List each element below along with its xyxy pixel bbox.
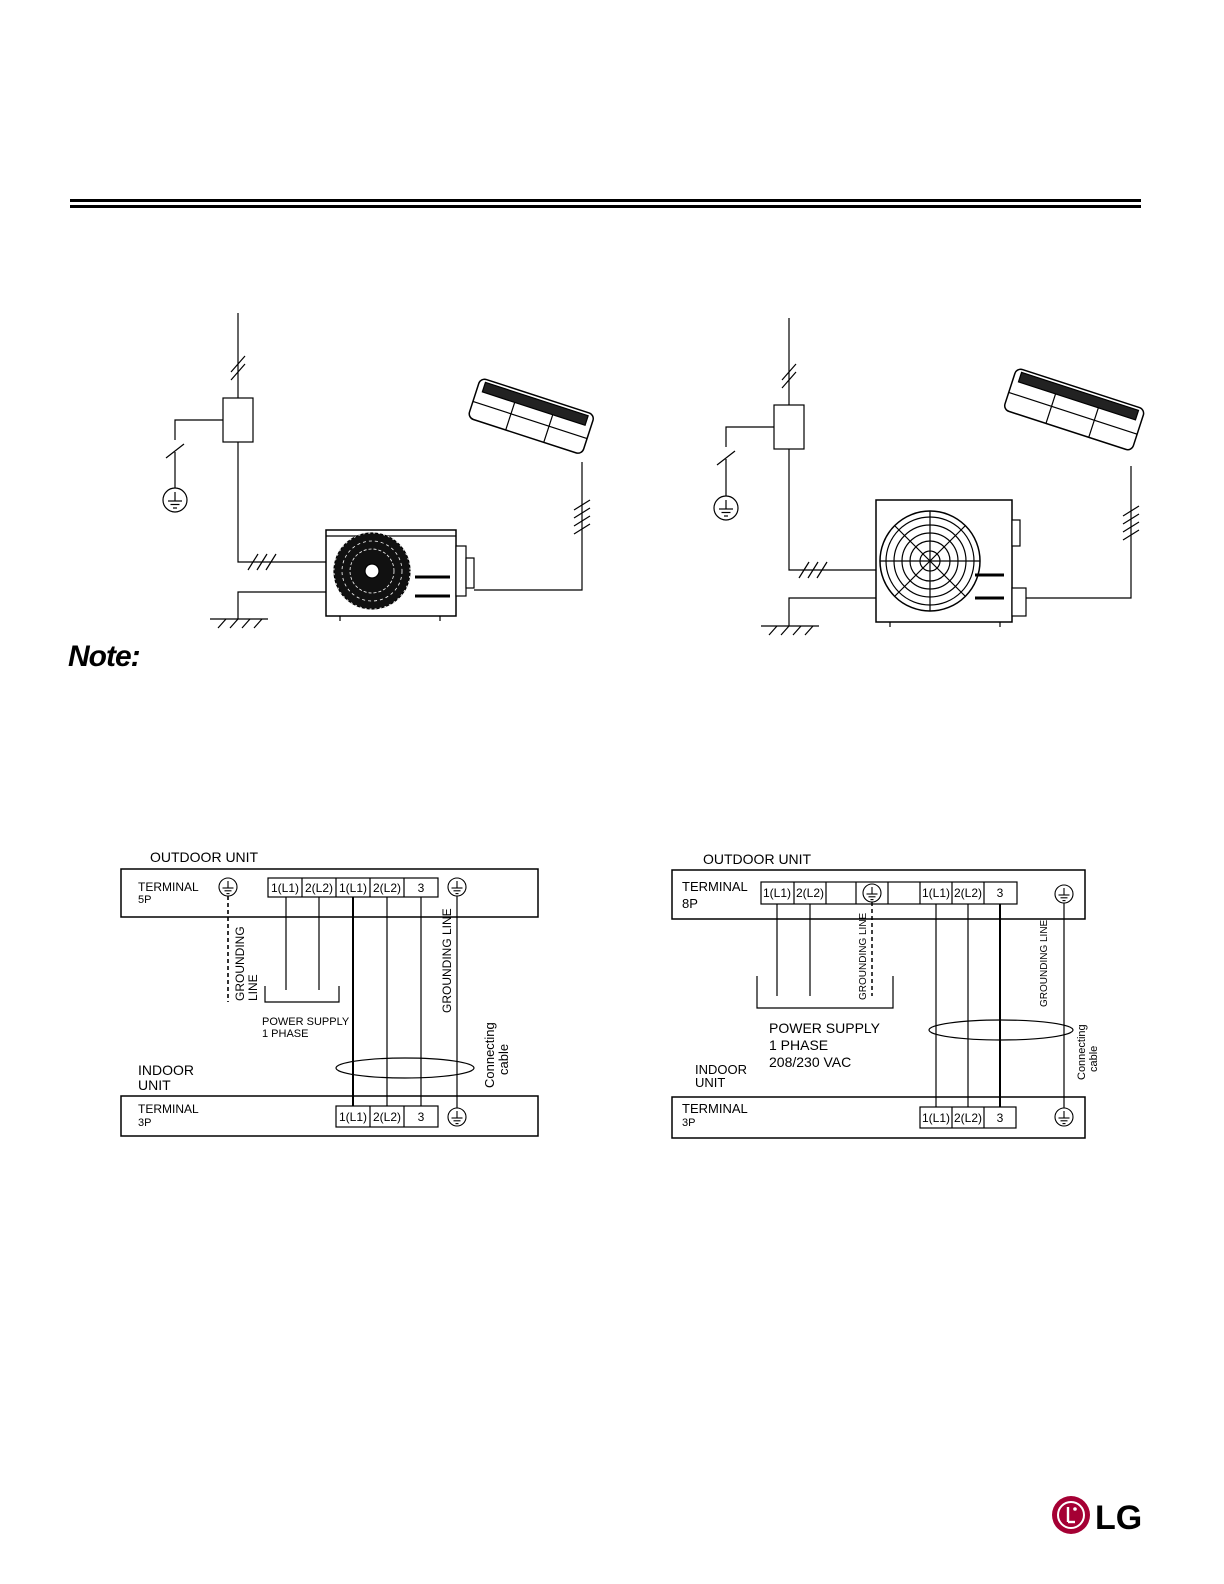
- left-wiring-diagram: OUTDOOR UNIT TERMINAL 5P 1(L1) 2(L2) 1(L…: [120, 849, 539, 1137]
- right-installation-diagram: [713, 318, 1145, 636]
- indoor-terminal-block: [671, 1096, 1086, 1139]
- indoor-unit-illustration: [468, 378, 594, 454]
- power-supply-label: POWER SUPPLY: [769, 1020, 881, 1036]
- power-supply-voltage: 208/230 VAC: [769, 1054, 851, 1070]
- left-installation-diagram: [162, 313, 594, 629]
- connecting-cable-label: Connecting: [1076, 1024, 1088, 1080]
- indoor-terminal-strip: [919, 1106, 1017, 1129]
- ground-symbol-icon: [447, 877, 467, 897]
- terminal-label: TERMINAL: [138, 1102, 199, 1116]
- outdoor-terminal-block: [671, 869, 1086, 920]
- indoor-unit-label: UNIT: [695, 1075, 725, 1090]
- connecting-cable-label: cable: [1088, 1046, 1100, 1072]
- header-rule-bottom: [70, 205, 1141, 208]
- terminal-cell: 2(L2): [796, 886, 824, 900]
- terminal-label: TERMINAL: [682, 1101, 748, 1116]
- connecting-cable-label: cable: [496, 1044, 511, 1075]
- breaker-box: [222, 397, 254, 443]
- indoor-terminal-block: [120, 1095, 539, 1137]
- ground-symbol-icon: [447, 1107, 467, 1127]
- outdoor-unit-illustration: [325, 529, 475, 621]
- ground-symbol-icon: [862, 883, 882, 903]
- terminal-cell: 1(L1): [271, 881, 299, 895]
- grounding-line-label: LINE: [246, 974, 260, 1001]
- grounding-line-label: GROUNDING LINE: [440, 908, 454, 1013]
- note-heading: Note:: [68, 640, 141, 673]
- lg-logo: LG: [1052, 1496, 1142, 1537]
- ground-symbol-icon: [1054, 884, 1074, 904]
- indoor-unit-illustration: [1003, 368, 1145, 451]
- terminal-cell: 2(L2): [954, 886, 982, 900]
- indoor-unit-label: UNIT: [138, 1077, 171, 1093]
- terminal-pins-label: 5P: [138, 894, 151, 906]
- terminal-cell: 3: [997, 1111, 1004, 1125]
- connecting-cable-bundle: [928, 1019, 1074, 1041]
- outdoor-terminal-strip: [760, 881, 1018, 905]
- terminal-cell: 2(L2): [373, 881, 401, 895]
- terminal-cell: 2(L2): [954, 1111, 982, 1125]
- connecting-cable-bundle: [335, 1057, 475, 1079]
- lg-logo-text: LG: [1095, 1499, 1142, 1537]
- terminal-cell: 1(L1): [763, 886, 791, 900]
- connecting-cable-label: Connecting: [482, 1022, 497, 1088]
- indoor-terminal-strip: [335, 1105, 439, 1128]
- ground-symbol-icon: [713, 495, 739, 521]
- power-supply-label: POWER SUPPLY: [262, 1016, 350, 1028]
- terminal-pins-label: 3P: [682, 1117, 695, 1129]
- grounding-line-label: GROUNDING: [233, 926, 247, 1001]
- terminal-cell: 1(L1): [922, 886, 950, 900]
- grounding-line-label: GROUNDING LINE: [1039, 919, 1050, 1007]
- terminal-label: TERMINAL: [138, 880, 199, 894]
- terminal-cell: 1(L1): [339, 881, 367, 895]
- outdoor-terminal-block: [120, 868, 539, 918]
- grounding-line-label: GROUNDING LINE: [858, 912, 869, 1000]
- terminal-cell: 2(L2): [373, 1110, 401, 1124]
- header-rule-top: [70, 199, 1141, 202]
- ground-symbol-icon: [162, 487, 188, 513]
- terminal-pins-label: 3P: [138, 1117, 151, 1129]
- terminal-cell: 1(L1): [922, 1111, 950, 1125]
- ground-symbol-icon: [1054, 1107, 1074, 1127]
- indoor-unit-label: INDOOR: [695, 1062, 747, 1077]
- outdoor-unit-illustration: [875, 499, 1027, 627]
- terminal-pins-label: 8P: [682, 896, 698, 911]
- ground-symbol-icon: [218, 877, 238, 897]
- right-wiring-diagram: OUTDOOR UNIT TERMINAL 8P 1(L1) 2(L2) 1(L…: [671, 851, 1100, 1139]
- terminal-cell: 3: [418, 881, 425, 895]
- terminal-cell: 2(L2): [305, 881, 333, 895]
- terminal-cell: 3: [418, 1110, 425, 1124]
- terminal-label: TERMINAL: [682, 879, 748, 894]
- breaker-box: [773, 404, 805, 450]
- outdoor-unit-label: OUTDOOR UNIT: [703, 851, 812, 867]
- power-supply-phase: 1 PHASE: [262, 1028, 308, 1040]
- indoor-unit-label: INDOOR: [138, 1062, 194, 1078]
- terminal-cell: 1(L1): [339, 1110, 367, 1124]
- outdoor-unit-label: OUTDOOR UNIT: [150, 849, 259, 865]
- terminal-cell: 3: [997, 886, 1004, 900]
- power-supply-phase: 1 PHASE: [769, 1037, 828, 1053]
